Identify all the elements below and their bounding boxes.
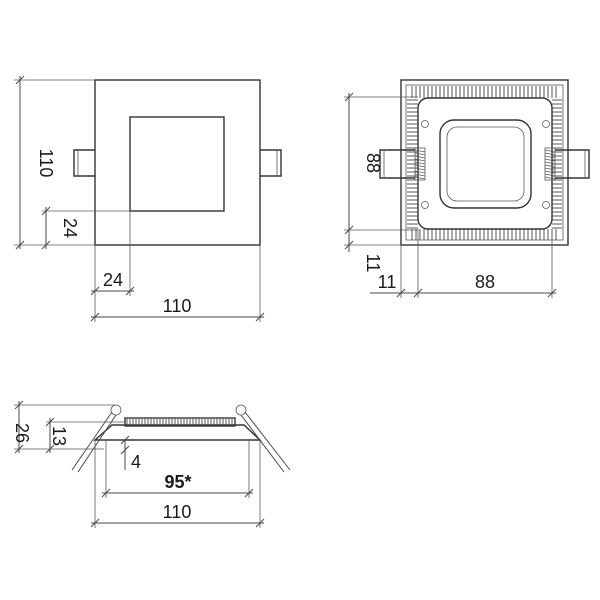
back-housing [417,97,553,230]
dim-back-height-88: 88 [363,153,383,173]
dim-side-height-26: 26 [12,423,32,443]
front-panel-outline [94,79,261,246]
side-heatsink-fins [126,419,233,425]
heatsink-fins-top [411,86,557,98]
led-module-outer [439,119,532,209]
back-view: 88 11 11 88 [344,79,590,298]
dim-front-height-110: 110 [36,149,56,178]
dim-back-offset-v-11: 11 [363,254,383,273]
back-frame-outline [400,79,569,246]
dim-side-width-110: 110 [163,502,192,522]
dim-side-cutout-95: 95* [164,472,191,492]
screw-top-right [542,120,550,128]
side-right-clip-arm [244,411,291,471]
front-view: 110 24 24 110 [14,75,282,322]
screw-bottom-right [542,201,550,209]
screw-top-left [421,120,429,128]
back-right-clip [555,149,590,179]
dim-back-offset-h-11: 11 [378,272,397,292]
led-module-inner [446,126,525,202]
side-view: 26 13 4 95* 110 [12,400,291,528]
side-flange [93,424,262,441]
heatsink-fins-bottom [411,229,557,240]
side-left-clip-coil [110,404,122,416]
right-spring-clip [260,149,282,177]
screw-bottom-left [421,201,429,209]
dim-back-width-88: 88 [475,272,495,292]
heatsink-fins-right [552,99,562,229]
dim-front-window-offset-v: 24 [60,218,80,238]
left-spring-clip [73,149,95,177]
dim-side-rim-4: 4 [131,452,141,472]
dim-front-width-110: 110 [163,296,192,316]
front-window [129,116,225,212]
dim-side-body-13: 13 [49,426,69,446]
dim-front-window-offset-h: 24 [103,270,123,290]
back-left-clip [379,149,415,179]
side-right-clip-coil [235,404,247,416]
heatsink-fins-left [407,99,418,229]
